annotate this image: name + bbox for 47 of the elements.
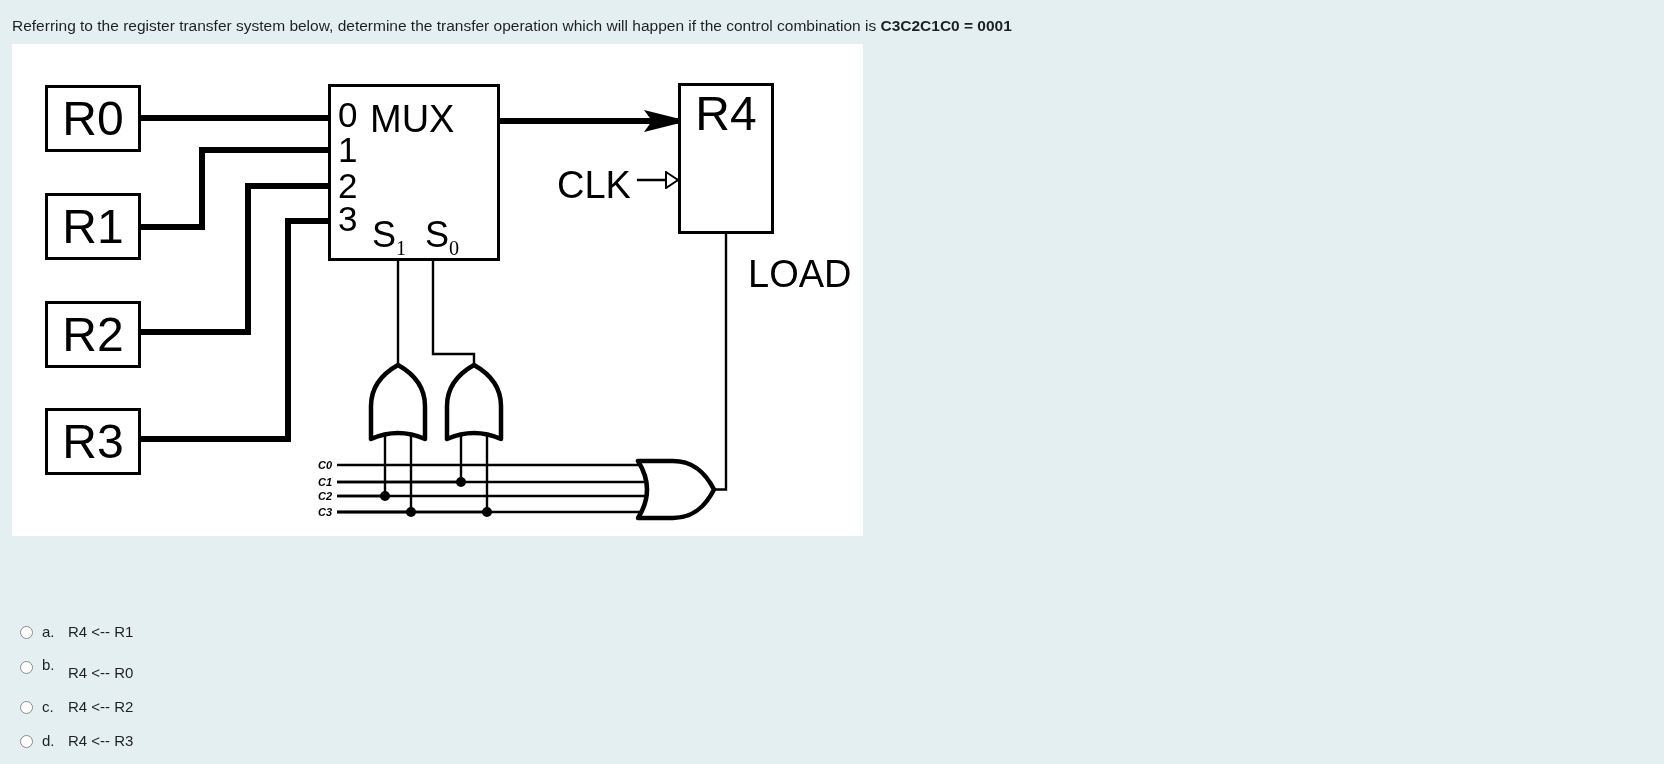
input-number: 0 bbox=[338, 96, 358, 132]
option-letter: a. bbox=[42, 623, 55, 641]
question-text: Referring to the register transfer system below, determine the transfer operation which will happen if the control combination is C3C2C1C0 = 0001 bbox=[12, 16, 1012, 35]
signal-label: C2 bbox=[318, 490, 333, 502]
signal-label: CLK bbox=[557, 165, 631, 204]
option-letter: d. bbox=[42, 732, 55, 750]
signal-label: C1 bbox=[318, 476, 333, 488]
arrow bbox=[636, 171, 679, 189]
wire bbox=[337, 435, 387, 498]
register-label: R1 bbox=[62, 202, 124, 251]
wire bbox=[396, 261, 400, 363]
input-number: 1 bbox=[338, 132, 358, 167]
register-box bbox=[45, 85, 141, 152]
bus-line bbox=[141, 183, 328, 335]
bus-line bbox=[141, 147, 328, 230]
register-box bbox=[45, 408, 141, 475]
signal-label: C0 bbox=[318, 459, 333, 471]
register-label: R4 bbox=[695, 90, 757, 139]
or-gate bbox=[635, 458, 717, 521]
option-text: R4 <-- R2 bbox=[68, 698, 134, 716]
input-number: 2 bbox=[338, 167, 358, 203]
option-letter: b. bbox=[42, 656, 55, 674]
select-label: S$_{0}$ bbox=[425, 217, 460, 253]
option-text: R4 <-- R0 bbox=[68, 664, 134, 682]
option-letter: c. bbox=[42, 698, 54, 716]
option-text: R4 <-- R1 bbox=[68, 623, 134, 641]
register-box bbox=[45, 301, 141, 368]
wire bbox=[431, 261, 476, 363]
signal-label: C3 bbox=[318, 506, 333, 518]
multiplexer-label: MUX bbox=[370, 100, 455, 138]
wire bbox=[337, 463, 640, 467]
wire bbox=[337, 435, 489, 514]
register-label: R3 bbox=[62, 417, 124, 466]
wire bbox=[715, 234, 728, 491]
option-text: R4 <-- R3 bbox=[68, 732, 134, 750]
select-label: S$_{1}$ bbox=[372, 217, 407, 253]
multiplexer-box bbox=[328, 84, 500, 261]
register-box bbox=[45, 193, 141, 260]
register-box bbox=[678, 83, 774, 234]
register-label: R0 bbox=[62, 94, 124, 143]
bus-line bbox=[141, 218, 328, 442]
input-number: 3 bbox=[338, 200, 358, 236]
register-label: R2 bbox=[62, 310, 124, 359]
wire bbox=[337, 435, 463, 484]
bus-line bbox=[141, 115, 328, 121]
or-gate bbox=[368, 362, 428, 442]
or-gate bbox=[444, 362, 504, 442]
